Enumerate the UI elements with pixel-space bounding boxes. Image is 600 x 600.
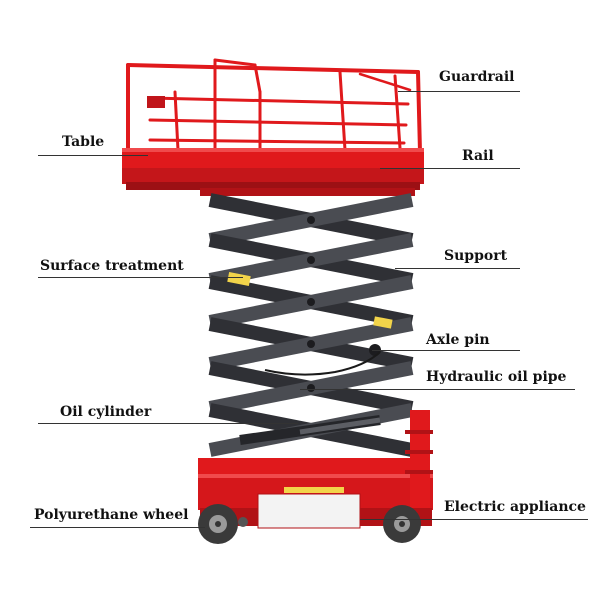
label-oil-cylinder: Oil cylinder	[60, 404, 152, 420]
leader-line-hydraulic-oil-pipe	[300, 389, 575, 390]
warning-tag	[227, 271, 251, 287]
leader-line-oil-cylinder	[38, 423, 298, 424]
leader-line-polyurethane-wheel	[30, 527, 205, 528]
leader-line-surface-treatment	[38, 277, 243, 278]
label-polyurethane-wheel: Polyurethane wheel	[34, 507, 189, 523]
label-surface-treatment: Surface treatment	[40, 258, 184, 274]
leader-line-guardrail	[398, 91, 520, 92]
label-rail: Rail	[462, 148, 494, 164]
leader-line-table	[38, 155, 148, 156]
label-electric-appliance: Electric appliance	[444, 499, 586, 515]
guardrail-frame	[126, 58, 422, 154]
control-box	[147, 96, 165, 108]
label-support: Support	[444, 248, 508, 264]
leader-line-support	[395, 268, 520, 269]
label-guardrail: Guardrail	[439, 69, 515, 85]
caster-wheel	[238, 517, 248, 527]
label-axle-pin: Axle pin	[426, 332, 490, 348]
polyurethane-wheel	[198, 504, 238, 544]
leader-line-axle-pin	[372, 350, 520, 351]
platform-table	[122, 148, 424, 190]
label-hydraulic-oil-pipe: Hydraulic oil pipe	[426, 369, 567, 385]
electric-appliance-panel	[257, 493, 361, 529]
leader-line-electric-appliance	[360, 519, 588, 520]
hydraulic-oil-pipe	[264, 351, 381, 376]
rail-beam	[200, 188, 415, 196]
warning-tag	[373, 316, 393, 329]
polyurethane-wheel	[383, 505, 421, 543]
label-table: Table	[62, 134, 105, 150]
leader-line-rail	[380, 168, 520, 169]
